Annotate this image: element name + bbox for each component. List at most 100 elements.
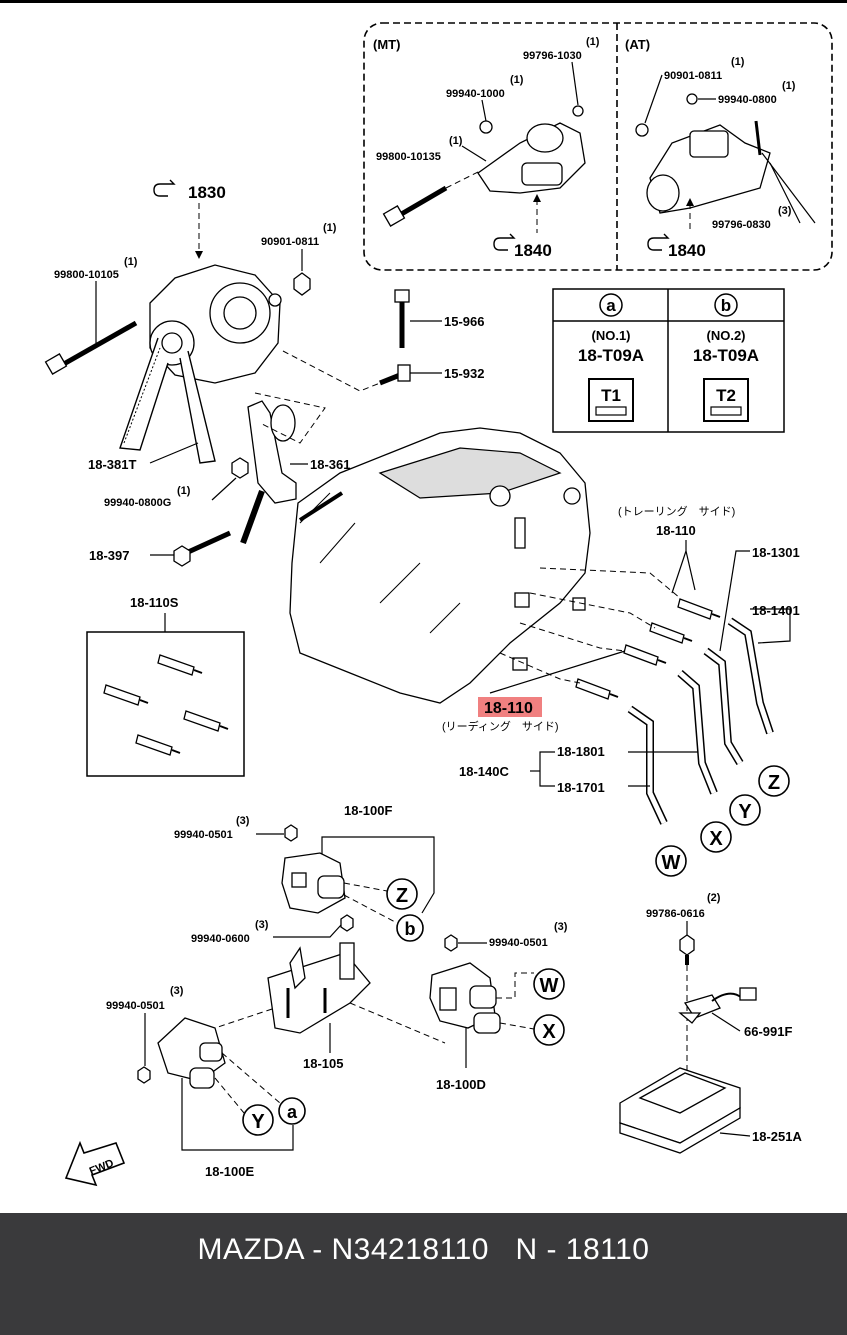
label-99940-0501b: 99940-0501 [489, 937, 548, 949]
label-18-381T: 18-381T [88, 457, 136, 472]
qty-99940-0600: (3) [255, 919, 269, 931]
ref-1830-label: 1830 [188, 183, 226, 202]
spark-plug-leading-1 [623, 644, 667, 666]
label-99940-1000: 99940-1000 [446, 88, 505, 100]
label-90901-0811: 90901-0811 [664, 70, 722, 82]
coil-18-100E [157, 1017, 226, 1089]
table-part-a: 18-T09A [578, 346, 644, 365]
table-no-a: (NO.1) [592, 328, 631, 343]
coil-marker-y: Y [251, 1111, 265, 1133]
spare-plug-set-box [86, 631, 245, 777]
spark-plug-trailing-2 [649, 622, 693, 644]
label-99786-0616: 99786-0616 [646, 908, 705, 920]
qty-99940-0800G: (1) [177, 485, 191, 497]
coil-18-100D [429, 962, 501, 1034]
label-18-110S: 18-110S [130, 595, 179, 610]
footer-bar: MAZDA - N34218110 N - 18110 [0, 1213, 847, 1335]
label-99940-0501c: 99940-0501 [106, 1000, 165, 1012]
label-90901-0811b: 90901-0811 [261, 236, 319, 248]
module-18-251A [619, 1067, 751, 1154]
label-15-932: 15-932 [444, 366, 484, 381]
bolt-99940-0501c [137, 1013, 151, 1084]
label-99940-0501a: 99940-0501 [174, 829, 233, 841]
label-66-991F: 66-991F [744, 1024, 792, 1039]
qty-99940-0800: (1) [782, 80, 796, 92]
label-18-1301: 18-1301 [752, 545, 800, 560]
table-part-b: 18-T09A [693, 346, 759, 365]
table-symbol-a: a [606, 296, 616, 315]
footer-part-number: MAZDA - N34218110 N - 18110 [197, 1233, 650, 1266]
label-18-140C: 18-140C [459, 764, 509, 779]
nut-99940-0800G: (1) 99940-0800G [104, 457, 249, 509]
mt-starter-motor [477, 105, 586, 194]
label-99940-0600: 99940-0600 [191, 933, 250, 945]
qty-99940-0501a: (3) [236, 815, 250, 827]
table-no-b: (NO.2) [707, 328, 746, 343]
ref-1840-mt: 1840 [493, 233, 552, 260]
qty-99940-0501b: (3) [554, 921, 568, 933]
qty-99796-1030: (1) [586, 36, 600, 48]
at-title: (AT) [625, 37, 650, 52]
table-symbol-b: b [721, 296, 731, 315]
label-18-110-trailing: 18-110 [656, 523, 696, 538]
label-18-100D: 18-100D [436, 1077, 486, 1092]
mt-starter-panel: (MT) (1) 99796-1030 (1) 99940-1000 (1) 9… [373, 36, 600, 260]
mt-ref-1840: 1840 [514, 241, 552, 260]
at-ref-1840: 1840 [668, 241, 706, 260]
label-18-251A: 18-251A [752, 1129, 802, 1144]
bolt-99940-0501a [256, 824, 298, 842]
table-tag-b: T2 [716, 386, 736, 405]
mt-bolt [382, 185, 448, 227]
bolt-99940-0600 [273, 914, 354, 938]
coil-18-100F [281, 852, 346, 914]
wire-18-1801 [677, 669, 718, 795]
bracket-18-361: 18-361 [240, 392, 350, 545]
alternator-bolt [44, 281, 138, 375]
spare-plug-1 [157, 654, 203, 676]
wire-18-1401 [727, 617, 774, 735]
parts-diagram: (MT) (1) 99796-1030 (1) 99940-1000 (1) 9… [0, 0, 847, 1187]
label-18-1801: 18-1801 [557, 744, 605, 759]
wire-marker-z: Z [768, 772, 780, 794]
label-99940-0800G: 99940-0800G [104, 497, 171, 509]
sensor-66-991F [678, 987, 757, 1032]
spare-plug-2 [103, 684, 149, 706]
wire-18-1701 [627, 705, 668, 825]
label-18-361: 18-361 [310, 457, 350, 472]
bolt-18-397: 18-397 [89, 530, 232, 567]
label-18-100E: 18-100E [205, 1164, 254, 1179]
qty-90901-0811: (1) [731, 56, 745, 68]
ref-1840-at: 1840 [647, 233, 706, 260]
label-18-397: 18-397 [89, 548, 129, 563]
engine-block [289, 427, 591, 704]
label-18-105: 18-105 [303, 1056, 343, 1071]
label-trailing-side: (トレーリング サイド) [618, 504, 735, 518]
coil-marker-x: X [542, 1021, 556, 1043]
bolt-99940-0501b [444, 934, 487, 952]
coil-marker-a: a [287, 1102, 298, 1122]
spare-plug-3 [183, 710, 229, 732]
ref-1830: 1830 [153, 179, 226, 259]
wire-marker-y: Y [738, 801, 752, 823]
spark-plug-leading-2 [575, 678, 619, 700]
coil-marker-b: b [405, 919, 416, 939]
label-99796-0830: 99796-0830 [712, 219, 771, 231]
wire-marker-w: W [662, 852, 681, 874]
coil-marker-w: W [540, 975, 559, 997]
qty-99940-1000: (1) [510, 74, 524, 86]
bolt-15-966: 15-966 [394, 289, 484, 348]
qty-99800-10135: (1) [449, 135, 463, 147]
qty-99786-0616: (2) [707, 892, 721, 904]
label-18-1701: 18-1701 [557, 780, 605, 795]
coil-marker-z: Z [396, 885, 408, 907]
label-99796-1030: 99796-1030 [523, 50, 582, 62]
spare-plug-4 [135, 734, 181, 756]
fwd-arrow: FWD [64, 1140, 126, 1187]
qty-99796-0830: (3) [778, 205, 792, 217]
qty-90901-0811b: (1) [323, 222, 337, 234]
label-99800-10135: 99800-10135 [376, 151, 441, 163]
label-18-100F: 18-100F [344, 803, 392, 818]
label-18-1401: 18-1401 [752, 603, 800, 618]
starter-variants-box [363, 22, 833, 271]
parts-table: a b (NO.1) (NO.2) 18-T09A 18-T09A T1 T2 [552, 288, 785, 433]
